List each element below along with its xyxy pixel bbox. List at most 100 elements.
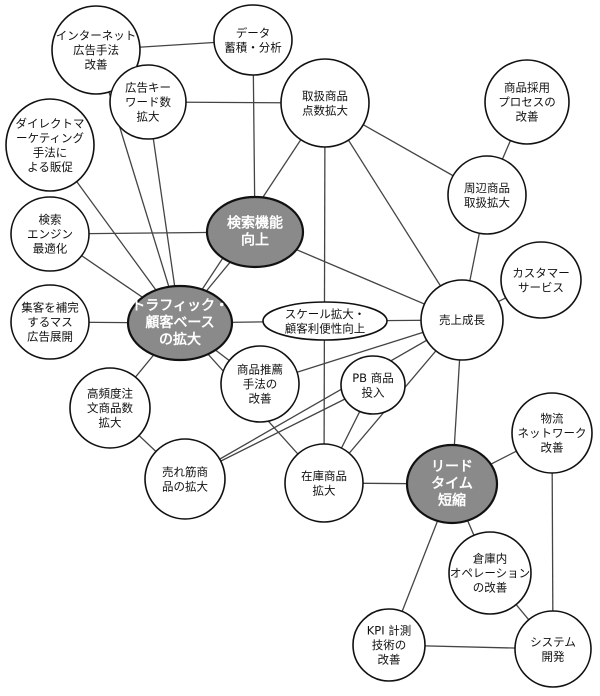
node-keyword-label-line: 拡大	[137, 110, 160, 124]
node-kpi-label-line: 技術の	[372, 638, 407, 652]
node-toriatsukai-circle	[280, 58, 370, 148]
node-search-label-line: 向上	[241, 232, 269, 249]
edge-ureseji-sales	[184, 319, 463, 480]
node-hindo-circle	[69, 367, 151, 449]
node-system-label-line: システム	[530, 635, 576, 649]
node-hindo-label-line: 高頻度注	[87, 387, 133, 401]
node-kpi-label-line: 改善	[378, 653, 401, 667]
node-scale-label-line: スケール拡大・	[285, 307, 366, 321]
node-butsuryu-label-line: 物流	[541, 412, 564, 426]
node-leadtime-label-line: 短縮	[438, 492, 466, 509]
node-traffic-label-line: の拡大	[159, 331, 201, 348]
node-scale: スケール拡大・顧客利便性向上	[262, 301, 388, 341]
node-saiyou-label-line: プロセスの	[498, 95, 556, 109]
node-sales-label-line: 売上成長	[439, 313, 485, 327]
node-cs-label-line: サービス	[518, 280, 564, 294]
node-direct-label-line: よる販促	[27, 160, 73, 174]
node-hindo-label-line: 文商品数	[87, 401, 133, 415]
node-shuhen-label-line: 取扱拡大	[464, 195, 510, 209]
node-internet-label-line: 広告手法	[73, 43, 119, 57]
node-direct-label-line: ダイレクトマ	[16, 116, 85, 130]
node-keyword-label-line: 広告キー	[125, 81, 171, 95]
node-ureseji-circle	[144, 438, 226, 520]
node-shuhen-label-line: 周辺商品	[464, 181, 510, 195]
node-internet-label-line: インターネット	[56, 29, 137, 43]
node-seo-label-line: 最適化	[33, 242, 68, 256]
node-ureseji-label-line: 売れ筋商	[162, 465, 208, 479]
node-seo-label-line: 検索	[39, 213, 62, 227]
node-pb-circle	[340, 355, 406, 415]
node-ureseji-label-line: 品の拡大	[162, 479, 208, 493]
node-mass-label-line: 広告展開	[27, 330, 73, 344]
node-seo-circle	[10, 196, 90, 272]
node-leadtime-label-line: リード	[431, 459, 473, 475]
node-search-label-line: 検索機能	[227, 215, 283, 232]
node-cs-circle	[500, 241, 582, 319]
node-leadtime-circle	[405, 443, 499, 525]
node-toriatsukai-label-line: 点数拡大	[302, 103, 348, 117]
node-internet-circle	[51, 5, 141, 95]
node-direct-label-line: 手法に	[33, 145, 68, 159]
node-mass-label-line: するマス	[27, 315, 73, 329]
node-traffic-circle	[126, 284, 234, 362]
node-search-circle	[205, 195, 305, 269]
node-cs-label-line: カスタマー	[512, 266, 570, 280]
node-mass-circle	[10, 284, 90, 360]
node-keyword-label-line: ワード数	[125, 95, 171, 109]
node-keyword-circle	[109, 64, 187, 140]
node-traffic-label-line: トラフィック・	[131, 298, 228, 314]
node-pb-label-line: 投入	[362, 385, 385, 399]
node-sales-circle	[420, 279, 504, 361]
node-zaiko-label-line: 拡大	[313, 483, 336, 497]
node-soukonai-label-line: オペレーション	[450, 566, 530, 580]
node-butsuryu-circle	[511, 392, 593, 474]
edge-toriatsukai-zaiko	[323, 102, 326, 484]
node-shuhen-circle	[447, 155, 527, 235]
node-butsuryu-label-line: ネットワーク	[518, 426, 587, 440]
node-saiyou-circle	[484, 59, 570, 145]
node-recommend-circle	[220, 345, 300, 423]
node-pb-label-line: PB 商品	[352, 371, 393, 385]
node-seo-label-line: エンジン	[27, 227, 73, 241]
node-recommend-label-line: 商品推薦	[237, 363, 283, 377]
node-system-label-line: 開発	[542, 649, 565, 663]
node-saiyou-label-line: 改善	[516, 110, 539, 124]
node-scale-label-line: 顧客利便性向上	[285, 321, 366, 335]
node-data-label-line: 蓄積・分析	[224, 40, 282, 54]
node-direct-circle	[5, 98, 95, 192]
node-saiyou-label-line: 商品採用	[504, 81, 550, 95]
node-data-label-line: データ	[236, 26, 271, 40]
nodes-layer: インターネット広告手法改善データ蓄積・分析広告キーワード数拡大取扱商品点数拡大商…	[5, 4, 593, 688]
node-kpi-label-line: KPI 計測	[367, 624, 412, 638]
node-recommend-label-line: 改善	[249, 392, 272, 406]
node-scale-circle	[262, 301, 388, 341]
node-traffic-label-line: 顧客ベース	[145, 314, 214, 331]
node-recommend-label-line: 手法の	[243, 377, 278, 391]
node-system-circle	[514, 610, 592, 688]
node-internet-label-line: 改善	[85, 58, 108, 72]
node-toriatsukai-label-line: 取扱商品	[302, 89, 348, 103]
node-sales: 売上成長	[420, 279, 504, 361]
